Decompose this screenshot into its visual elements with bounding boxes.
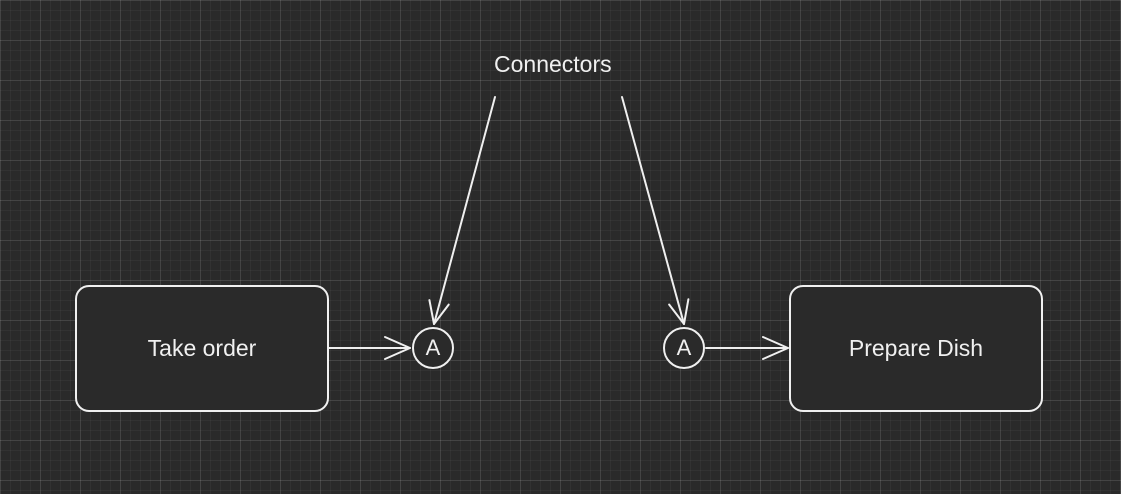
connector-a-left-label: A bbox=[425, 335, 441, 360]
connector-a-left[interactable]: A bbox=[412, 327, 454, 369]
prepare-dish-node[interactable]: Prepare Dish bbox=[789, 285, 1043, 412]
edge-label-to-right-connector[interactable] bbox=[621, 96, 690, 325]
prepare-dish-label: Prepare Dish bbox=[848, 335, 984, 361]
edge-label-to-left-connector[interactable] bbox=[428, 96, 496, 325]
connector-a-right[interactable]: A bbox=[663, 327, 705, 369]
take-order-label: Take order bbox=[147, 335, 257, 361]
connectors-label[interactable]: Connectors bbox=[494, 51, 612, 77]
edge-take-order-to-connector-a[interactable] bbox=[328, 336, 411, 360]
connector-a-right-label: A bbox=[676, 335, 692, 360]
edge-connector-a-to-prepare-dish[interactable] bbox=[705, 336, 789, 360]
take-order-node[interactable]: Take order bbox=[75, 285, 329, 412]
